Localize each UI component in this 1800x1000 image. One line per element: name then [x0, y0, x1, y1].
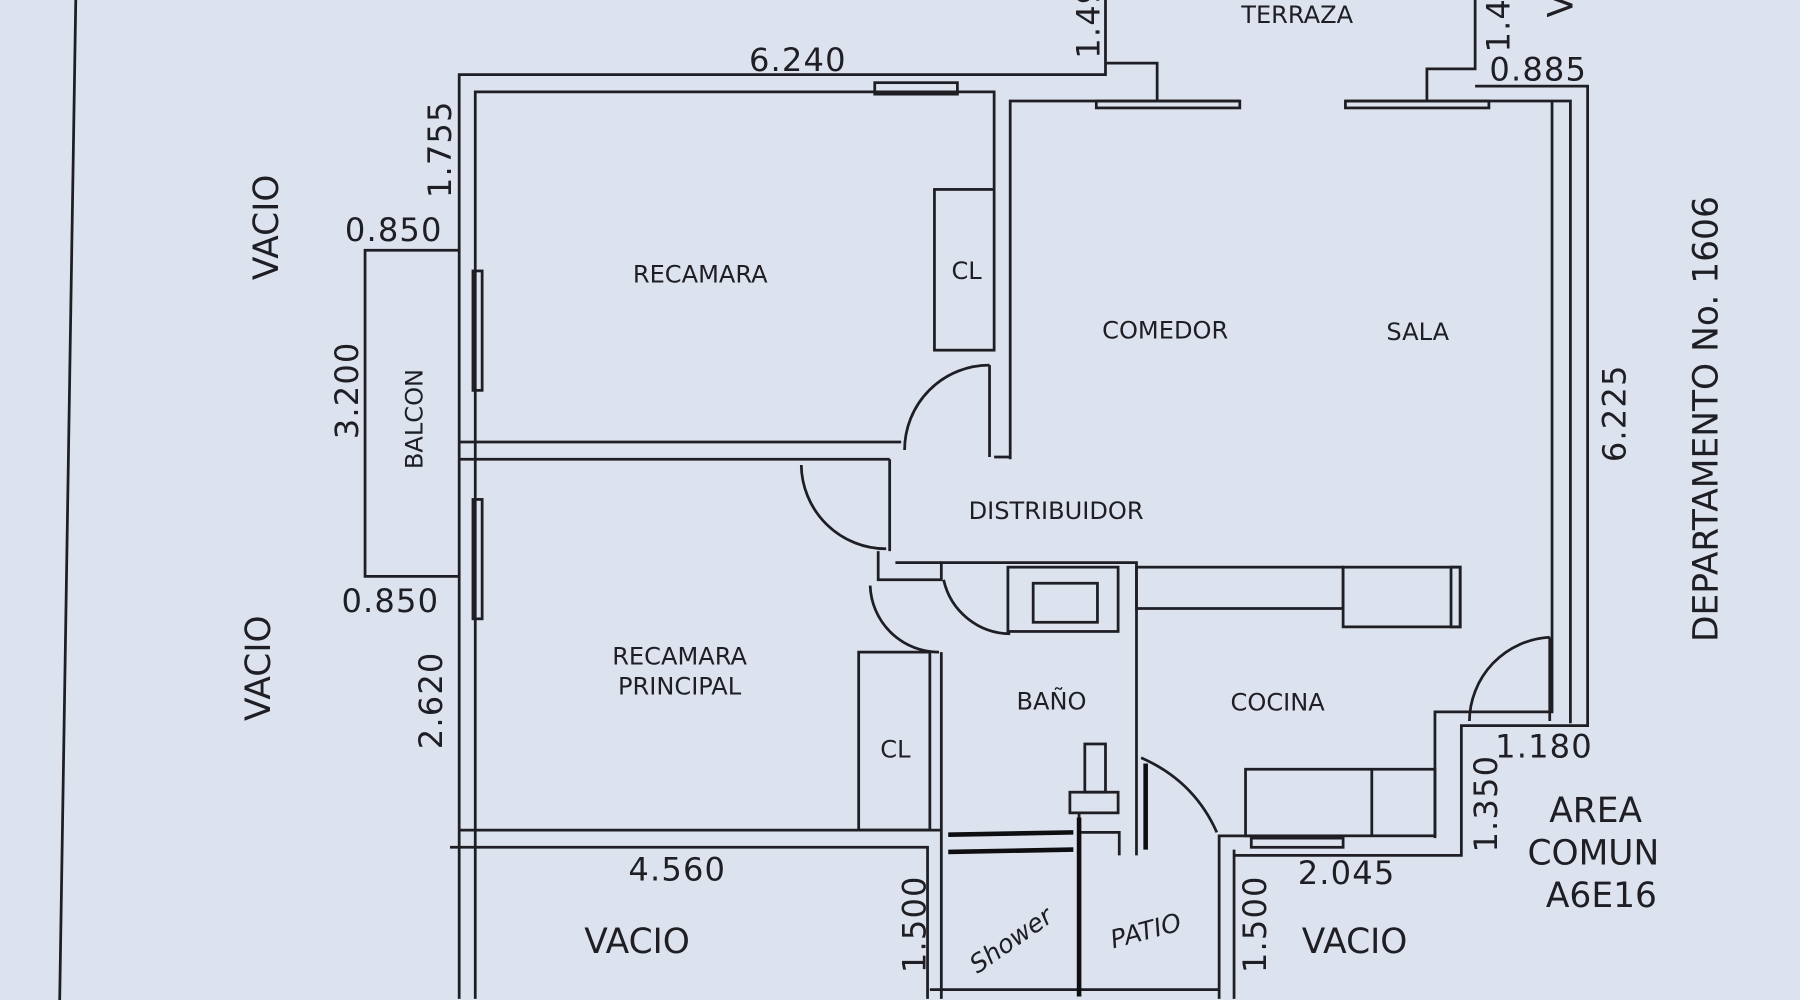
handwritten-shower: Shower — [964, 900, 1059, 979]
room-label-terraza: TERRAZA — [1240, 1, 1353, 29]
room-label-recamara-principal: RECAMARA — [612, 643, 747, 671]
dim-top-left-height: 1.755 — [421, 100, 459, 198]
room-label-recamara: RECAMARA — [633, 260, 768, 288]
room-label-closet: CL — [951, 257, 982, 285]
vacio-left-bottom: VACIO — [239, 615, 279, 721]
room-label-closet-2: CL — [880, 736, 911, 764]
dim-patio-right: 1.500 — [1236, 875, 1274, 973]
dim-bottom-width: 4.560 — [628, 851, 726, 889]
vacio-bottom-left: VACIO — [584, 922, 690, 962]
dim-balcon-top: 0.850 — [345, 211, 443, 249]
room-label-bano: BAÑO — [1017, 686, 1087, 716]
room-label-recamara-principal-2: PRINCIPAL — [618, 673, 742, 701]
room-label-cocina: COCINA — [1231, 689, 1326, 717]
vacio-bottom-right: VACIO — [1302, 922, 1408, 962]
dim-patio-left: 1.500 — [895, 875, 933, 973]
dim-lower-left-height: 2.620 — [412, 651, 450, 749]
room-label-comedor: COMEDOR — [1102, 317, 1228, 345]
dim-right-step-height: 1.350 — [1467, 755, 1505, 853]
plan-title: DEPARTAMENTO No. 1606 — [1686, 196, 1726, 642]
dim-right-step: 1.180 — [1495, 728, 1593, 766]
dim-terraza-right-offset: 0.885 — [1489, 50, 1587, 88]
page-margin-line — [58, 0, 78, 1000]
dim-terraza-left: 1.49 — [1070, 0, 1108, 59]
dim-balcon-length: 3.200 — [328, 341, 366, 439]
dim-terraza-right: 1.4 — [1480, 0, 1518, 53]
vacio-left-top: VACIO — [247, 175, 287, 281]
dim-right-height: 6.225 — [1596, 364, 1634, 462]
area-comun-label-2: COMUN — [1527, 834, 1659, 874]
room-label-sala: SALA — [1386, 318, 1449, 346]
area-comun-label: AREA — [1549, 791, 1642, 831]
room-label-distribuidor: DISTRIBUIDOR — [969, 497, 1144, 525]
dim-top-width: 6.240 — [749, 41, 847, 79]
dim-balcon-bottom: 0.850 — [341, 582, 439, 620]
handwritten-marks — [948, 756, 1219, 997]
dim-cocina-bottom: 2.045 — [1298, 854, 1396, 892]
area-comun-label-3: A6E16 — [1546, 876, 1657, 916]
room-label-balcon: BALCON — [400, 369, 428, 469]
vacio-top-right-partial: V — [1542, 0, 1582, 18]
handwritten-patio: PATIO — [1107, 908, 1184, 955]
walls — [363, 0, 1590, 999]
